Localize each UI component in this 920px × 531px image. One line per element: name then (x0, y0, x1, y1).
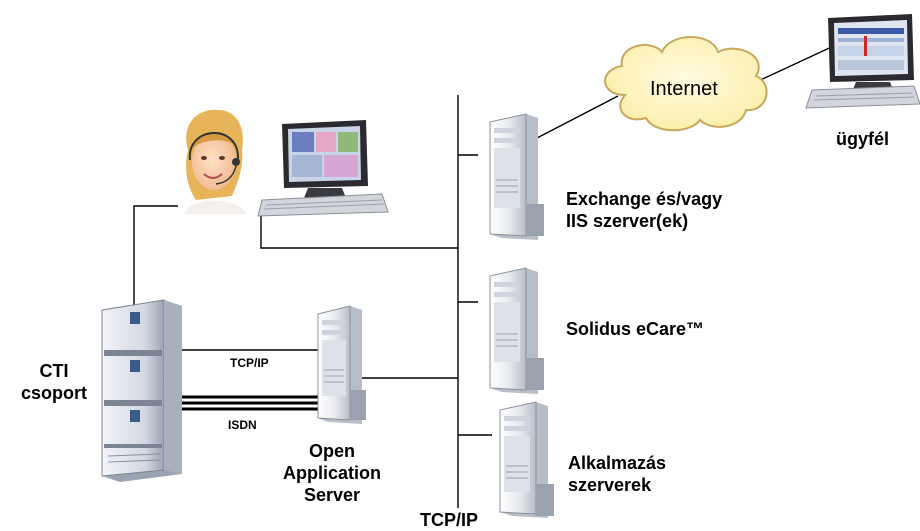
cti-label: CTI csoport (16, 360, 92, 404)
agent-link (133, 205, 178, 308)
workstation-link (260, 212, 458, 249)
apps-label-line1: Alkalmazás (568, 453, 667, 473)
apps-server-icon (499, 401, 554, 518)
isdn-bundle (182, 395, 318, 411)
internet-client-link (755, 43, 839, 83)
apps-label: Alkalmazás szerverek (568, 452, 666, 496)
apps-label-line2: szerverek (568, 475, 652, 495)
exchange-label-line1: Exchange és/vagy (566, 189, 723, 209)
exchange-label: Exchange és/vagy IIS szerver(ek) (566, 188, 722, 232)
solidus-server-icon (489, 267, 544, 394)
cti-label-line2: csoport (20, 383, 87, 403)
agent-headset-icon (184, 109, 246, 214)
client-computer-icon (805, 14, 920, 109)
cti-tcp-label: TCP/IP (230, 356, 269, 370)
isdn-label: ISDN (228, 418, 257, 432)
backbone-tcp-label: TCP/IP (420, 510, 479, 530)
oas-server-icon (317, 305, 366, 424)
internet-cloud-icon (604, 36, 768, 132)
cti-label-line1: CTI (39, 361, 69, 381)
solidus-label: Solidus eCare™ (566, 319, 705, 339)
client-label: ügyfél (836, 129, 890, 149)
oas-label: Open Application Server (270, 440, 394, 506)
connection-lines (133, 43, 839, 508)
exchange-server-icon (489, 113, 544, 240)
oas-label-line1: Open (308, 441, 355, 461)
exchange-label-line2: IIS szerver(ek) (566, 211, 689, 231)
agent-computer-icon (257, 120, 389, 217)
oas-label-line3: Server (303, 485, 361, 505)
internet-label: Internet (650, 78, 718, 100)
oas-label-line2: Application (283, 463, 381, 483)
exchange-internet-link (536, 95, 619, 139)
cti-cabinet-icon (101, 299, 182, 482)
